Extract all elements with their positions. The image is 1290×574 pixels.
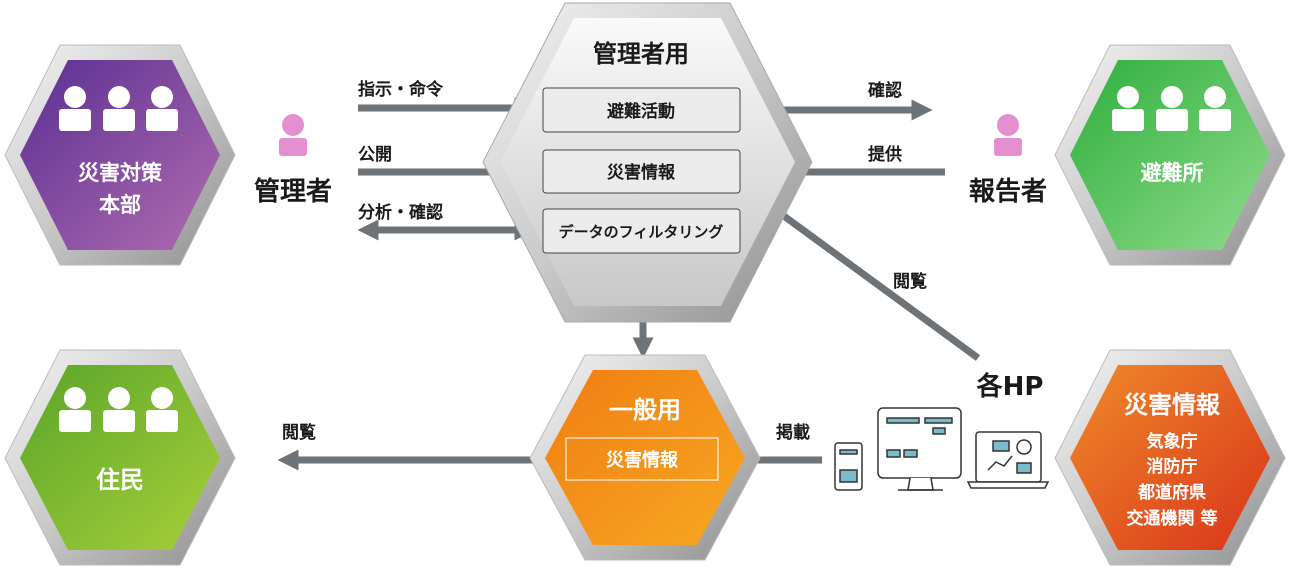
actor-manager: 管理者: [254, 177, 332, 207]
laptop-icon: [966, 431, 1050, 489]
shelter-label: 避難所: [1141, 161, 1204, 185]
svg-text:避難活動: 避難活動: [607, 101, 675, 122]
desktop-monitor-icon: [877, 407, 962, 491]
label-view-residents: 閲覧: [282, 422, 316, 443]
devices-illustration: [834, 407, 1050, 491]
svg-text:データのフィルタリング: データのフィルタリング: [559, 223, 724, 241]
node-hq: 災害対策 本部: [4, 44, 236, 266]
reporter-person-icon: [994, 114, 1022, 156]
residents-label: 住民: [96, 466, 144, 494]
label-analyze: 分析・確認: [358, 202, 443, 223]
admin-item-evacuation: 避難活動: [542, 87, 741, 133]
label-confirm: 確認: [868, 80, 902, 101]
node-shelter: 避難所: [1054, 44, 1286, 266]
admin-title: 管理者用: [593, 40, 689, 68]
source-line: 消防庁: [1147, 456, 1198, 477]
admin-item-data-filtering: データのフィルタリング: [542, 208, 741, 254]
hq-label-2: 本部: [99, 193, 141, 217]
source-line: 都道府県: [1137, 482, 1206, 503]
label-publish: 公開: [358, 145, 392, 165]
source-line: 交通機関 等: [1127, 508, 1218, 529]
arrow-view-hp: [753, 193, 981, 361]
label-provide: 提供: [868, 144, 902, 165]
node-admin: 管理者用 避難活動 災害情報 データのフィルタリング: [482, 2, 813, 323]
manager-person-icon: [279, 114, 307, 156]
label-view-hp: 閲覧: [893, 271, 927, 292]
node-public: 一般用 災害情報: [529, 354, 761, 561]
node-sources: 災害情報 気象庁 消防庁 都道府県 交通機関 等: [1054, 349, 1286, 566]
public-item-box: [565, 437, 719, 481]
public-item: 災害情報: [606, 449, 679, 471]
smartphone-icon: [834, 442, 863, 491]
actor-websites: 各HP: [976, 371, 1044, 402]
svg-text:災害情報: 災害情報: [607, 162, 676, 183]
hq-label-1: 災害対策: [78, 161, 163, 185]
admin-item-disaster-info: 災害情報: [542, 149, 741, 194]
label-instruct: 指示・命令: [358, 79, 444, 100]
sources-title: 災害情報: [1124, 391, 1221, 419]
actor-reporter: 報告者: [969, 177, 1047, 207]
node-residents: 住民: [4, 349, 236, 566]
public-title: 一般用: [609, 396, 681, 424]
source-line: 気象庁: [1146, 431, 1198, 452]
label-post: 掲載: [776, 422, 810, 443]
